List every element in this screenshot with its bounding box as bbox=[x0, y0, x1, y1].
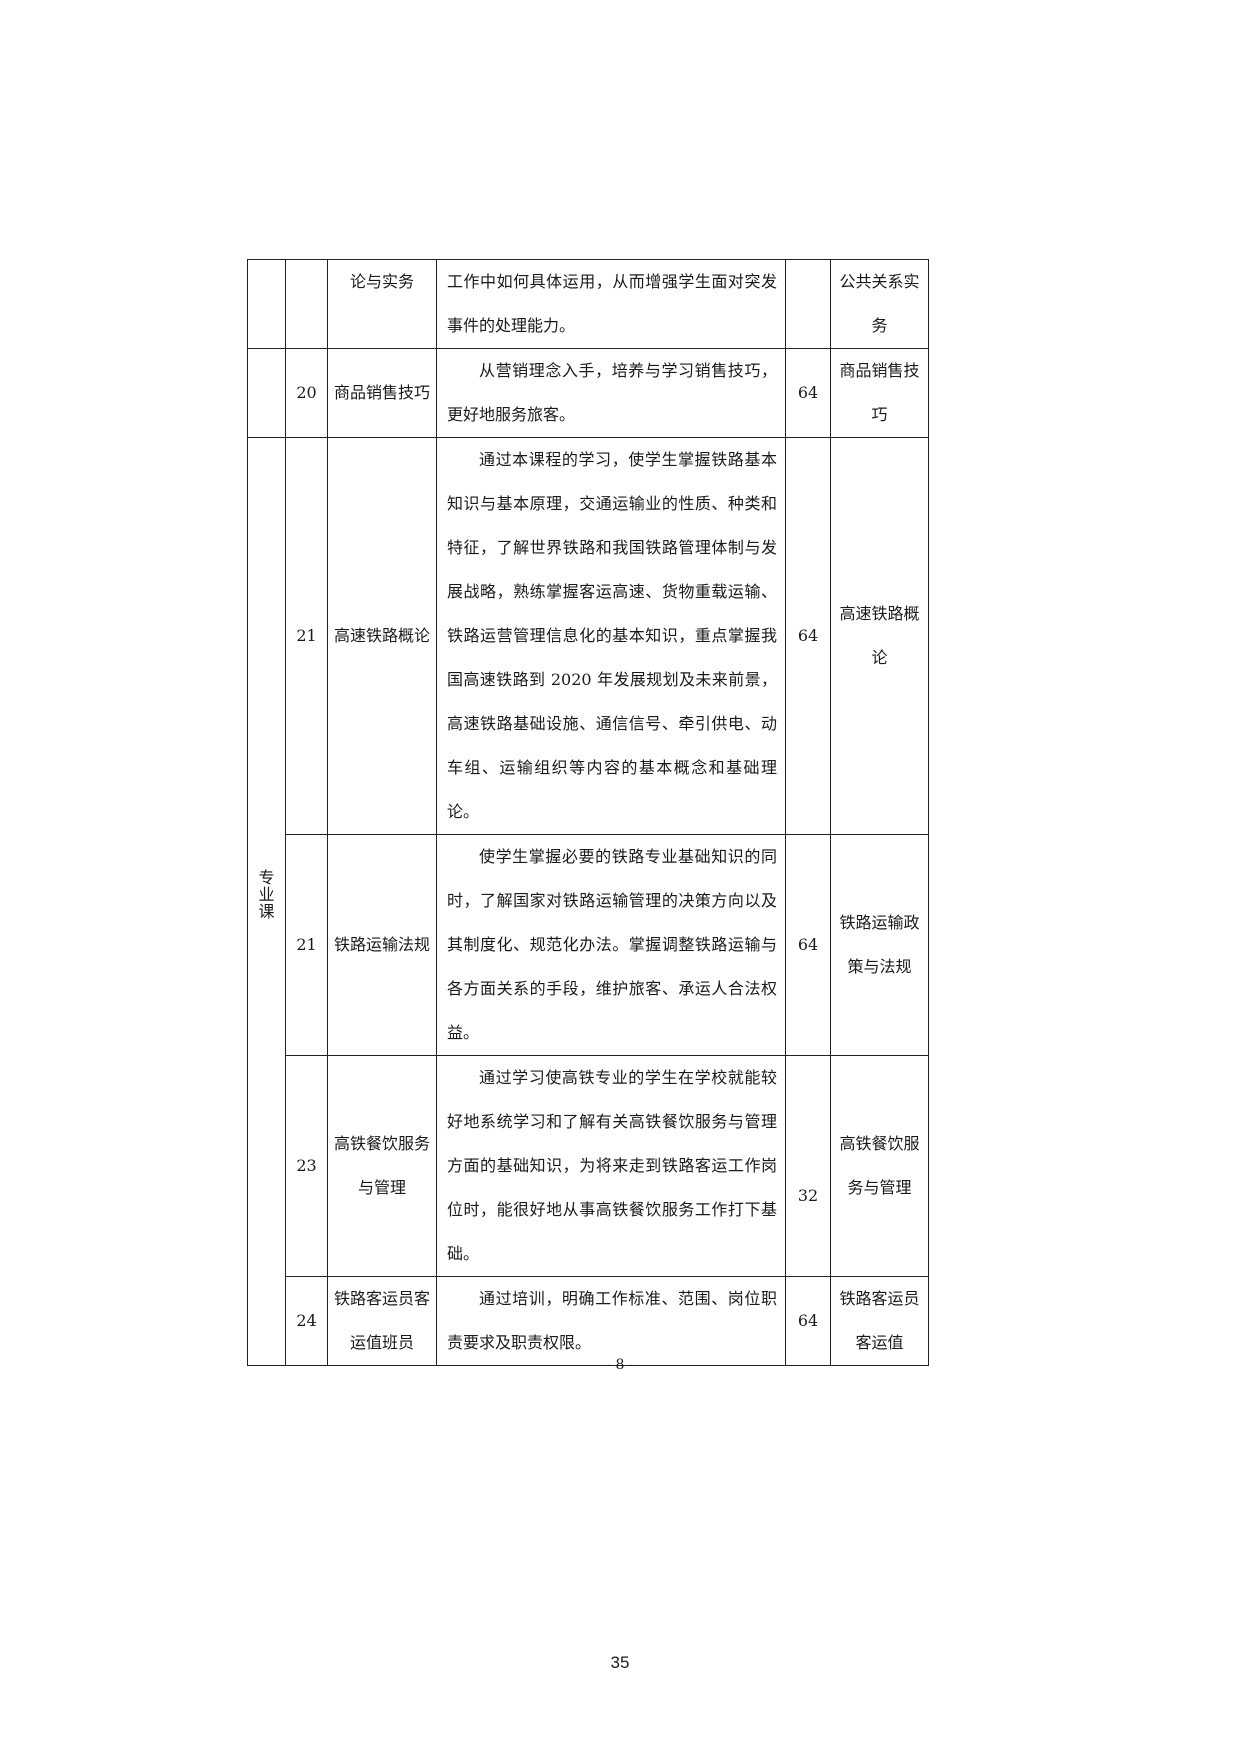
course-number: 21 bbox=[285, 437, 328, 835]
course-hours: 64 bbox=[785, 1276, 831, 1366]
category-label: 专业课 bbox=[258, 868, 275, 921]
course-name: 铁路客运员客运值班员 bbox=[327, 1276, 437, 1366]
course-description-text: 使学生掌握必要的铁路专业基础知识的同时，了解国家对铁路运输管理的决策方向以及其制… bbox=[447, 847, 777, 1042]
course-table: 论与实务 工作中如何具体运用，从而增强学生面对突发事件的处理能力。 公共关系实务… bbox=[247, 259, 929, 1366]
category-cell-empty bbox=[247, 348, 286, 438]
course-hours: 64 bbox=[785, 348, 831, 438]
course-name-text: 铁路客运员客运值班员 bbox=[334, 1289, 431, 1352]
course-textbook-text: 铁路运输政策与法规 bbox=[839, 913, 920, 976]
course-hours: 32 bbox=[785, 1055, 831, 1277]
course-name: 论与实务 bbox=[327, 259, 437, 349]
course-name: 铁路运输法规 bbox=[327, 834, 437, 1056]
course-textbook: 商品销售技巧 bbox=[830, 348, 929, 438]
course-hours: 64 bbox=[785, 834, 831, 1056]
course-number: 21 bbox=[285, 834, 328, 1056]
table-row: 21 铁路运输法规 使学生掌握必要的铁路专业基础知识的同时，了解国家对铁路运输管… bbox=[248, 834, 929, 1056]
course-name: 高铁餐饮服务与管理 bbox=[327, 1055, 437, 1277]
course-name: 商品销售技巧 bbox=[327, 348, 437, 438]
course-name: 高速铁路概论 bbox=[327, 437, 437, 835]
category-cell: 专业课 bbox=[247, 437, 286, 1366]
inner-page-footer: - 8 - bbox=[606, 1357, 634, 1373]
course-description: 通过培训，明确工作标准、范围、岗位职责要求及职责权限。 bbox=[436, 1276, 786, 1366]
course-number bbox=[285, 259, 328, 349]
course-description: 通过学习使高铁专业的学生在学校就能较好地系统学习和了解有关高铁餐饮服务与管理方面… bbox=[436, 1055, 786, 1277]
table-row: 论与实务 工作中如何具体运用，从而增强学生面对突发事件的处理能力。 公共关系实务 bbox=[247, 259, 929, 349]
course-description: 通过本课程的学习，使学生掌握铁路基本知识与基本原理，交通运输业的性质、种类和特征… bbox=[436, 437, 786, 835]
table-row: 24 铁路客运员客运值班员 通过培训，明确工作标准、范围、岗位职责要求及职责权限… bbox=[248, 1276, 929, 1366]
course-name-text: 高铁餐饮服务与管理 bbox=[334, 1134, 431, 1197]
table-row: 23 高铁餐饮服务与管理 通过学习使高铁专业的学生在学校就能较好地系统学习和了解… bbox=[248, 1055, 929, 1277]
course-textbook: 铁路客运员 客运值 bbox=[830, 1276, 929, 1366]
page-number: 35 bbox=[610, 1653, 630, 1672]
course-description: 工作中如何具体运用，从而增强学生面对突发事件的处理能力。 bbox=[436, 259, 786, 349]
course-textbook-text: 高铁餐饮服务与管理 bbox=[839, 1134, 920, 1197]
course-textbook: 公共关系实务 bbox=[830, 259, 929, 349]
course-hours bbox=[785, 259, 831, 349]
course-name-text: 商品销售技巧 bbox=[334, 383, 431, 402]
course-description-text: 工作中如何具体运用，从而增强学生面对突发事件的处理能力。 bbox=[447, 272, 777, 335]
course-number: 24 bbox=[285, 1276, 328, 1366]
course-textbook-text: 商品销售技巧 bbox=[839, 361, 920, 424]
course-name-text: 铁路运输法规 bbox=[334, 935, 431, 954]
table-row: 专业课 21 高速铁路概论 通过本课程的学习，使学生掌握铁路基本知识与基本原理，… bbox=[247, 437, 929, 1366]
course-name-text: 高速铁路概论 bbox=[334, 626, 431, 645]
course-textbook-text: 公共关系实务 bbox=[839, 272, 920, 335]
course-textbook: 高铁餐饮服务与管理 bbox=[830, 1055, 929, 1277]
course-description-text: 通过本课程的学习，使学生掌握铁路基本知识与基本原理，交通运输业的性质、种类和特征… bbox=[447, 450, 777, 821]
table-row: 20 商品销售技巧 从营销理念入手，培养与学习销售技巧，更好地服务旅客。 64 … bbox=[247, 348, 929, 438]
category-cell-empty bbox=[247, 259, 286, 349]
course-description-text: 通过学习使高铁专业的学生在学校就能较好地系统学习和了解有关高铁餐饮服务与管理方面… bbox=[447, 1068, 777, 1263]
course-number: 23 bbox=[285, 1055, 328, 1277]
course-textbook: 高速铁路概论 bbox=[830, 437, 929, 835]
course-textbook-text: 铁路客运员 客运值 bbox=[839, 1289, 920, 1352]
course-textbook-text: 高速铁路概论 bbox=[839, 604, 920, 667]
course-number: 20 bbox=[285, 348, 328, 438]
course-description-text: 从营销理念入手，培养与学习销售技巧，更好地服务旅客。 bbox=[447, 361, 777, 424]
course-description: 使学生掌握必要的铁路专业基础知识的同时，了解国家对铁路运输管理的决策方向以及其制… bbox=[436, 834, 786, 1056]
course-hours: 64 bbox=[785, 437, 831, 835]
course-description: 从营销理念入手，培养与学习销售技巧，更好地服务旅客。 bbox=[436, 348, 786, 438]
course-textbook: 铁路运输政策与法规 bbox=[830, 834, 929, 1056]
course-description-text: 通过培训，明确工作标准、范围、岗位职责要求及职责权限。 bbox=[447, 1289, 777, 1352]
course-name-text: 论与实务 bbox=[349, 272, 414, 291]
